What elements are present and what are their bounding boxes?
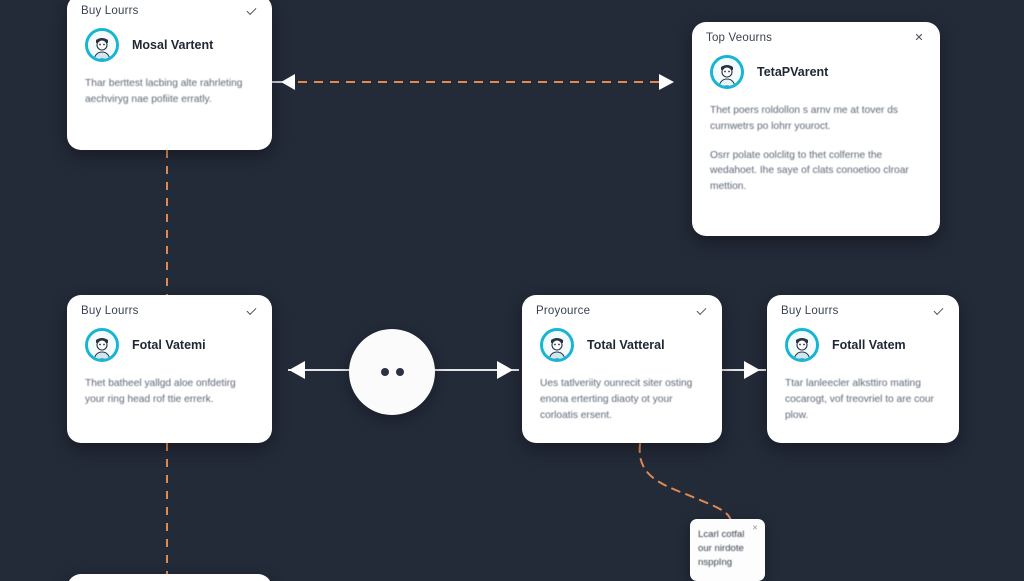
card-identity: Fotal Vatemi bbox=[67, 321, 272, 366]
more-options-hub[interactable] bbox=[349, 329, 435, 415]
card-paragraph: Ues tatlveriity ounrecit siter osting en… bbox=[540, 378, 693, 421]
chevron-down-icon[interactable] bbox=[931, 304, 945, 318]
person-avatar-icon bbox=[85, 28, 119, 62]
chevron-down-icon[interactable] bbox=[694, 304, 708, 318]
identity-name: TetaPVarent bbox=[757, 65, 829, 79]
card-header-title: Proyource bbox=[536, 305, 591, 317]
ellipsis-icon-dot bbox=[396, 368, 404, 376]
edge-hub-botmid bbox=[432, 361, 519, 379]
edge-botmid-botright bbox=[722, 361, 766, 379]
card-identity: TetaPVarent bbox=[692, 48, 940, 93]
card-paragraph: Thar berttest lacbing alte rahrleting ae… bbox=[85, 78, 243, 105]
card-paragraph: Thet batheel yallgd aloe onfdetirg your … bbox=[85, 378, 236, 405]
card-body: Thet poers roldollon s arnv me at tover … bbox=[692, 93, 940, 209]
node-card-bottom-cutoff[interactable] bbox=[67, 574, 272, 581]
person-avatar-icon bbox=[785, 328, 819, 362]
close-icon[interactable]: ✕ bbox=[752, 525, 758, 532]
card-paragraph: Thet poers roldollon s arnv me at tover … bbox=[710, 105, 898, 132]
card-header[interactable]: Buy Lourrs bbox=[67, 0, 272, 21]
identity-name: Total Vatteral bbox=[587, 338, 665, 352]
card-body: Ues tatlveriity ounrecit siter osting en… bbox=[522, 366, 722, 437]
card-header-title: Buy Lourrs bbox=[81, 5, 139, 17]
card-paragraph: Osrr polate oolclitg to thet colferne th… bbox=[710, 149, 909, 193]
card-header[interactable]: Buy Lourrs bbox=[67, 295, 272, 321]
card-body: Thar berttest lacbing alte rahrleting ae… bbox=[67, 66, 272, 122]
person-avatar-icon bbox=[710, 55, 744, 89]
card-header-title: Buy Lourrs bbox=[81, 305, 139, 317]
person-avatar-icon bbox=[85, 328, 119, 362]
card-header-title: Buy Lourrs bbox=[781, 305, 839, 317]
card-body: Ttar lanleecler alksttiro mating cocarog… bbox=[767, 366, 959, 437]
card-header[interactable]: Top Veourns ✕ bbox=[692, 22, 940, 48]
person-avatar-icon bbox=[540, 328, 574, 362]
card-identity: Total Vatteral bbox=[522, 321, 722, 366]
card-identity: Fotall Vatem bbox=[767, 321, 959, 366]
card-paragraph: Ttar lanleecler alksttiro mating cocarog… bbox=[785, 378, 934, 421]
node-card-bottom-right[interactable]: Buy Lourrs Fotall Vatem Ttar lanleecler … bbox=[767, 295, 959, 443]
tooltip-text: Lcarl cotfal our nirdote nsppIng bbox=[698, 529, 745, 568]
node-card-bottom-left[interactable]: Buy Lourrs Fotal Vatemi Thet batheel yal… bbox=[67, 295, 272, 443]
card-identity: Mosal Vartent bbox=[67, 21, 272, 66]
identity-name: Fotal Vatemi bbox=[132, 338, 206, 352]
tooltip-note[interactable]: ✕ Lcarl cotfal our nirdote nsppIng bbox=[690, 519, 765, 581]
identity-name: Fotall Vatem bbox=[832, 338, 906, 352]
close-icon[interactable]: ✕ bbox=[914, 31, 924, 44]
edge-topleft-topright bbox=[272, 74, 674, 90]
ellipsis-icon-dot bbox=[381, 368, 389, 376]
edge-botmid-tooltip bbox=[638, 443, 732, 522]
card-body: Thet batheel yallgd aloe onfdetirg your … bbox=[67, 366, 272, 422]
node-card-top-right[interactable]: Top Veourns ✕ TetaPVarent Thet poers rol… bbox=[692, 22, 940, 236]
identity-name: Mosal Vartent bbox=[132, 38, 214, 52]
node-card-bottom-middle[interactable]: Proyource Total Vatteral Ues tatlveriity… bbox=[522, 295, 722, 443]
node-card-top-left[interactable]: Buy Lourrs Mosal Vartent Thar berttest l… bbox=[67, 0, 272, 150]
chevron-down-icon[interactable] bbox=[244, 4, 258, 18]
card-header[interactable]: Buy Lourrs bbox=[767, 295, 959, 321]
card-header[interactable]: Proyource bbox=[522, 295, 722, 321]
edge-botleft-hub bbox=[288, 361, 352, 379]
chevron-down-icon[interactable] bbox=[244, 304, 258, 318]
card-header-title: Top Veourns bbox=[706, 32, 773, 44]
